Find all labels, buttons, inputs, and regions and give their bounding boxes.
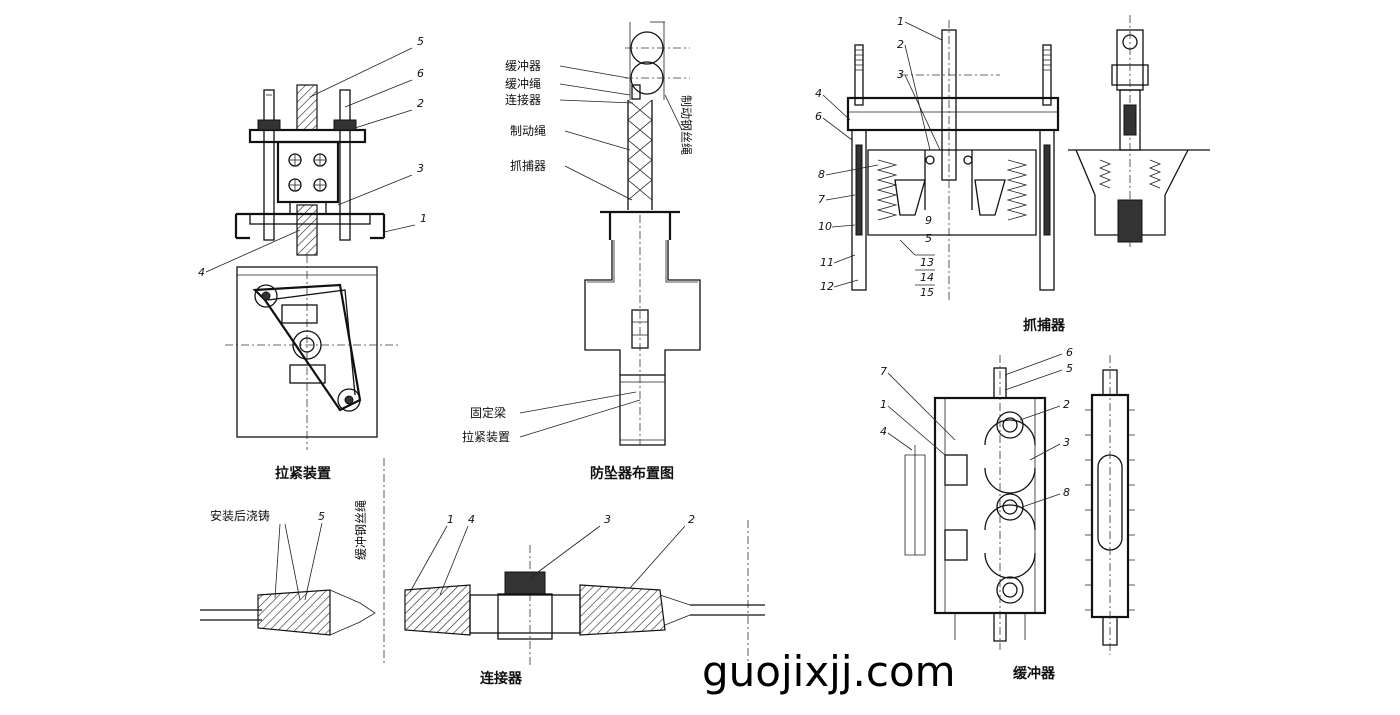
catcher-number-13: 13 bbox=[920, 256, 934, 269]
connector-label-vertical-rope: 缓冲钢丝绳 bbox=[353, 500, 368, 560]
buffer-number-5: 5 bbox=[1066, 362, 1073, 375]
layout-label-vertical-rope: 制动钢丝绳 bbox=[679, 95, 693, 155]
catcher-number-6: 6 bbox=[815, 110, 822, 123]
catcher-number-5: 5 bbox=[925, 232, 932, 245]
layout-label-buffer: 缓冲器 bbox=[505, 58, 541, 73]
tensioner-drawing: 5 6 2 3 1 4 拉紧装置 bbox=[198, 35, 427, 482]
layout-caption: 防坠器布置图 bbox=[590, 465, 674, 482]
buffer-number-7: 7 bbox=[880, 365, 887, 378]
buffer-number-1: 1 bbox=[880, 398, 887, 411]
connector-number-1: 1 bbox=[447, 513, 454, 526]
catcher-number-15: 15 bbox=[920, 286, 934, 299]
catcher-number-11: 11 bbox=[820, 256, 834, 269]
buffer-drawing: 6 5 7 1 2 4 3 8 缓冲器 bbox=[880, 346, 1135, 682]
tensioner-number-3: 3 bbox=[417, 162, 424, 175]
tensioner-number-4: 4 bbox=[198, 266, 205, 279]
catcher-number-12: 12 bbox=[820, 280, 834, 293]
layout-label-buffer-rope: 缓冲绳 bbox=[505, 76, 541, 91]
connector-number-3: 3 bbox=[604, 513, 611, 526]
connector-label-cast-after-install: 安装后浇铸 bbox=[210, 508, 270, 523]
buffer-number-4: 4 bbox=[880, 425, 887, 438]
buffer-number-8: 8 bbox=[1063, 486, 1070, 499]
watermark-text: guojixjj.com bbox=[702, 647, 956, 696]
catcher-number-1: 1 bbox=[897, 15, 904, 28]
connector-drawing: 安装后浇铸 5 1 4 3 2 缓冲钢丝绳 连接器 bbox=[200, 458, 765, 687]
tensioner-number-1: 1 bbox=[420, 212, 427, 225]
layout-label-fixed-beam: 固定梁 bbox=[470, 405, 506, 420]
catcher-caption: 抓捕器 bbox=[1023, 317, 1066, 334]
tensioner-number-6: 6 bbox=[417, 67, 424, 80]
connector-number-2: 2 bbox=[688, 513, 695, 526]
tensioner-number-2: 2 bbox=[417, 97, 424, 110]
catcher-number-10: 10 bbox=[818, 220, 832, 233]
layout-label-catcher: 抓捕器 bbox=[510, 158, 546, 173]
buffer-number-2: 2 bbox=[1063, 398, 1070, 411]
connector-number-5: 5 bbox=[318, 510, 325, 523]
buffer-number-3: 3 bbox=[1063, 436, 1070, 449]
catcher-number-9: 9 bbox=[925, 214, 932, 227]
catcher-number-3: 3 bbox=[897, 68, 904, 81]
catcher-number-4: 4 bbox=[815, 87, 822, 100]
layout-drawing: 缓冲器 缓冲绳 连接器 制动绳 抓捕器 固定梁 拉紧装置 制动钢丝绳 防坠器布置… bbox=[462, 21, 701, 482]
catcher-number-2: 2 bbox=[897, 38, 904, 51]
layout-label-brake-rope: 制动绳 bbox=[510, 124, 546, 138]
buffer-number-6: 6 bbox=[1066, 346, 1073, 359]
catcher-number-14: 14 bbox=[920, 271, 934, 284]
catcher-drawing: 1 2 3 4 6 8 7 10 11 12 9 5 13 14 15 bbox=[815, 15, 1210, 334]
tensioner-number-5: 5 bbox=[417, 35, 424, 48]
layout-label-tensioner: 拉紧装置 bbox=[462, 429, 510, 444]
layout-label-connector: 连接器 bbox=[505, 92, 541, 107]
connector-caption: 连接器 bbox=[480, 670, 523, 687]
catcher-number-8: 8 bbox=[818, 168, 825, 181]
tensioner-caption: 拉紧装置 bbox=[275, 465, 331, 482]
buffer-caption: 缓冲器 bbox=[1013, 665, 1056, 682]
catcher-number-7: 7 bbox=[818, 193, 825, 206]
connector-number-4: 4 bbox=[468, 513, 475, 526]
